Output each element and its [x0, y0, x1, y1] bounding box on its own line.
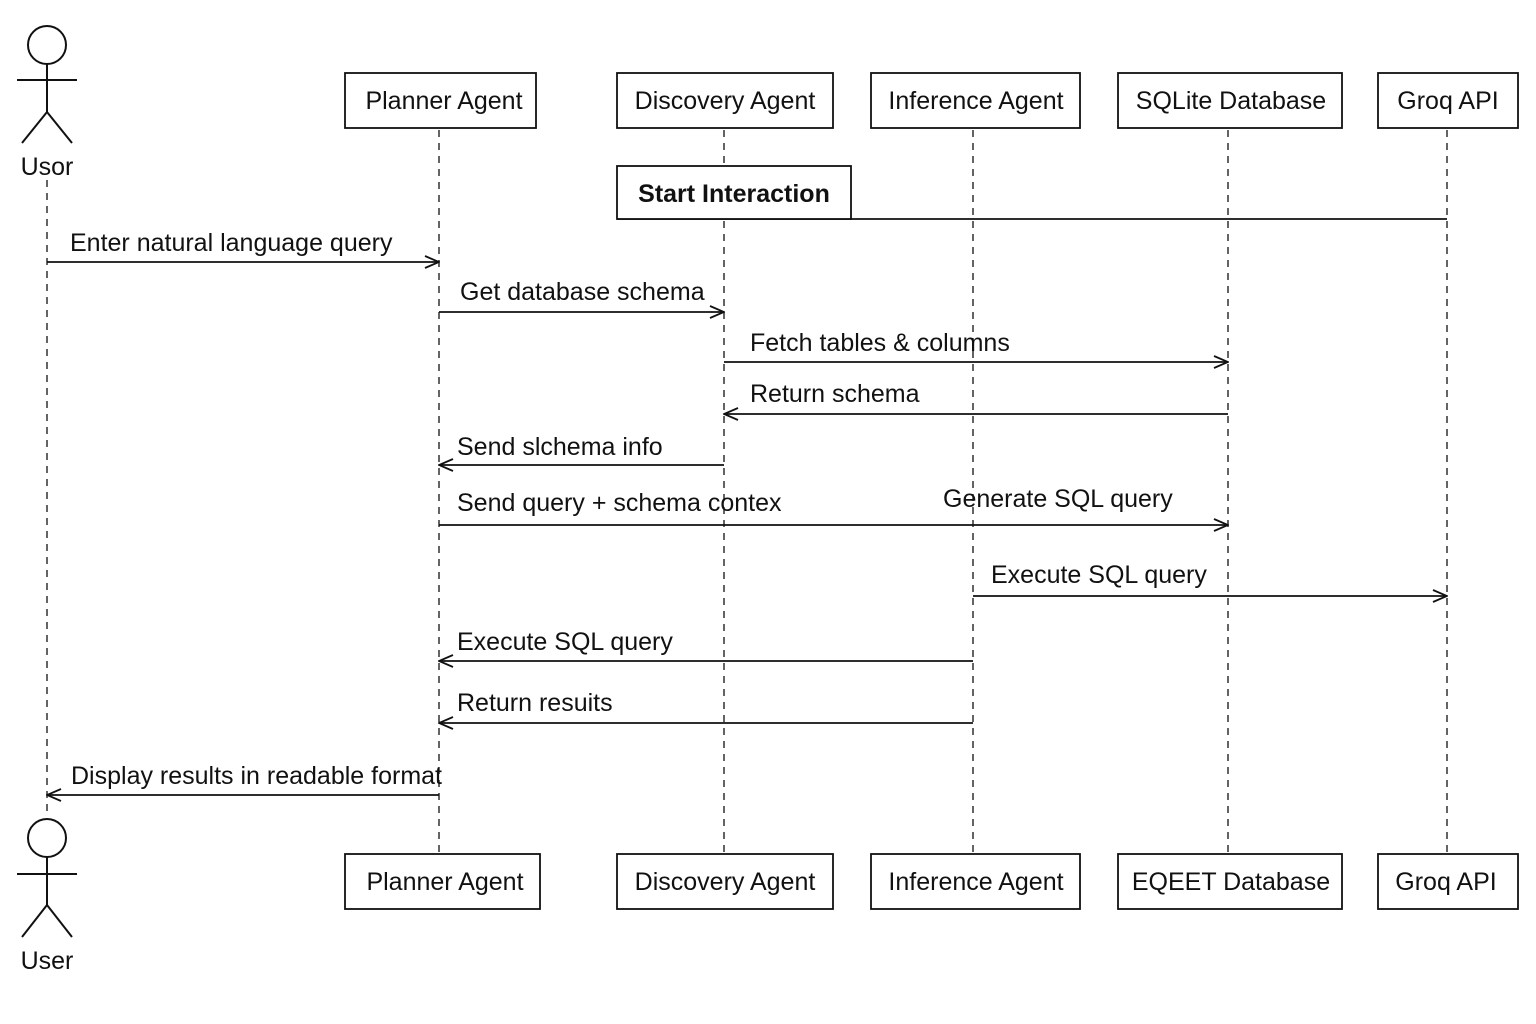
message-enter-query: Enter natural language query: [47, 229, 439, 262]
participant-planner-top: Planner Agent: [344, 72, 537, 129]
participant-discovery-bottom: Discovery Agent: [616, 853, 834, 910]
svg-text:Get database schema: Get database schema: [460, 278, 705, 306]
svg-text:Inference Agent: Inference Agent: [888, 868, 1063, 896]
message-execute-sql-groq: Execute SQL query: [973, 561, 1447, 596]
svg-text:Return resuits: Return resuits: [457, 689, 613, 717]
frame-label: Start Interaction: [638, 180, 830, 208]
svg-text:Fetch tables & columns: Fetch tables & columns: [750, 329, 1010, 357]
message-display-results: Display results in readable format: [47, 762, 442, 795]
message-return-schema: Return schema: [724, 380, 1228, 414]
svg-text:Discovery Agent: Discovery Agent: [635, 87, 816, 115]
svg-text:Groq API: Groq API: [1395, 868, 1496, 896]
user-actor-top: [17, 25, 77, 144]
svg-text:Send query + schema contex: Send query + schema contex: [457, 489, 782, 517]
svg-text:Return schema: Return schema: [750, 380, 920, 408]
svg-text:Execute SQL query: Execute SQL query: [991, 561, 1207, 589]
message-send-query-context: Send query + schema contex Generate SQL …: [439, 485, 1228, 525]
svg-text:Planner Agent: Planner Agent: [366, 868, 523, 896]
svg-text:EQEET Database: EQEET Database: [1132, 868, 1330, 896]
user-actor-bottom: [17, 818, 77, 938]
participant-planner-bottom: Planner Agent: [344, 853, 541, 910]
participant-sqlite-top: SQLite Database: [1117, 72, 1343, 129]
svg-text:Inference Agent: Inference Agent: [888, 87, 1063, 115]
message-generate-sql-label: Generate SQL query: [943, 485, 1173, 513]
user-label-top: Usor: [21, 153, 74, 181]
svg-text:Groq API: Groq API: [1397, 87, 1498, 115]
svg-text:Send slchema info: Send slchema info: [457, 433, 663, 461]
svg-text:Display results in readable fo: Display results in readable format: [71, 762, 442, 790]
svg-text:Execute SQL query: Execute SQL query: [457, 628, 673, 656]
svg-text:Enter natural language query: Enter natural language query: [70, 229, 393, 257]
message-send-schema-info: Send slchema info: [439, 433, 724, 465]
svg-text:Planner Agent: Planner Agent: [365, 87, 522, 115]
participant-inference-bottom: Inference Agent: [870, 853, 1081, 910]
participant-sqlite-bottom: EQEET Database: [1117, 853, 1343, 910]
message-get-schema: Get database schema: [439, 278, 724, 312]
svg-text:SQLite Database: SQLite Database: [1136, 87, 1326, 115]
participant-groq-top: Groq API: [1377, 72, 1519, 129]
message-return-results: Return resuits: [439, 689, 973, 723]
participant-inference-top: Inference Agent: [870, 72, 1081, 129]
participant-discovery-top: Discovery Agent: [616, 72, 834, 129]
user-label-bottom: User: [21, 947, 74, 975]
message-execute-sql-planner: Execute SQL query: [439, 628, 973, 661]
interaction-frame: Start Interaction: [616, 165, 1447, 220]
svg-text:Discovery Agent: Discovery Agent: [635, 868, 816, 896]
participant-groq-bottom: Groq API: [1377, 853, 1519, 910]
message-fetch-tables: Fetch tables & columns: [724, 329, 1228, 362]
